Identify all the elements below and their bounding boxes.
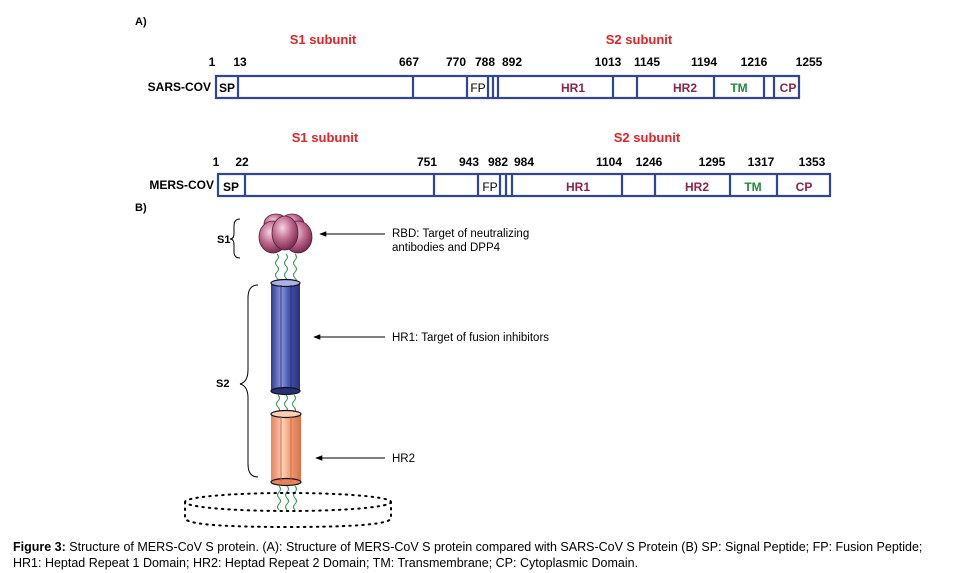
upper-linker-icon [274,253,298,285]
sars-pos-13: 13 [233,55,247,69]
sars-pos-788: 788 [475,55,495,69]
sars-tm-label: TM [730,81,747,95]
mers-tm-label: TM [744,180,761,194]
sars-pos-770: 770 [446,55,466,69]
mers-pos-1295: 1295 [699,155,726,169]
sars-cov-diagram: S1 subunit S2 subunit 1 13 667 770 788 8… [148,32,823,100]
s2-label: S2 [216,378,229,390]
panel-a-label: A) [135,16,147,28]
sars-pos-1194: 1194 [691,55,717,69]
mers-pos-1246: 1246 [636,155,663,169]
mers-pos-22: 22 [235,155,249,169]
sars-pos-1216: 1216 [741,55,768,69]
mers-hr2-label: HR2 [685,180,709,194]
tm-linker-icon [276,485,298,511]
hr1-helix-icon [270,278,301,396]
mers-pos-1104: 1104 [596,155,622,169]
hr1-note: HR1: Target of fusion inhibitors [392,332,549,344]
mers-pos-984: 984 [514,155,534,169]
membrane-icon [184,492,392,529]
mers-protein-bar [216,172,832,198]
sars-fp-label: FP [470,81,485,95]
sars-s1-subunit-label: S1 subunit [290,32,357,47]
sars-pos-892: 892 [502,55,522,69]
mers-pos-982: 982 [488,155,508,169]
mers-s1-subunit-label: S1 subunit [292,130,359,145]
sars-pos-1255: 1255 [796,55,823,69]
mers-pos-943: 943 [459,155,479,169]
rbd-head-icon [258,213,313,254]
mers-pos-1317: 1317 [748,155,775,169]
mers-cov-name: MERS-COV [149,178,214,192]
spike-structure: S1 S2 [184,213,549,529]
rbd-note-line1: RBD: Target of neutralizing [392,228,529,240]
figure-caption-label: Figure 3: [13,540,66,554]
hr2-helix-icon [270,409,302,487]
sars-hr1-label: HR1 [561,81,585,95]
sars-protein-bar [214,74,801,100]
sars-cov-name: SARS-COV [148,80,211,94]
mers-pos-751: 751 [417,155,437,169]
mers-pos-1353: 1353 [799,155,826,169]
mers-cp-label: CP [796,180,813,194]
rbd-note-line2: antibodies and DPP4 [392,242,501,254]
sars-cp-label: CP [780,81,797,95]
mers-pos-1: 1 [213,155,220,169]
mers-s2-subunit-label: S2 subunit [614,130,681,145]
sars-sp-label: SP [219,81,235,95]
s2-brace [239,284,259,478]
mers-hr1-label: HR1 [566,180,590,194]
figure-caption: Figure 3: Structure of MERS-CoV S protei… [13,540,953,571]
figure-caption-text: Structure of MERS-CoV S protein. (A): St… [13,540,923,570]
sars-pos-1: 1 [209,55,216,69]
mers-cov-diagram: S1 subunit S2 subunit 1 22 751 943 982 9… [149,130,832,198]
sars-pos-667: 667 [399,55,419,69]
sars-pos-1145: 1145 [634,55,660,69]
mers-fp-label: FP [482,180,497,194]
sars-pos-1013: 1013 [595,55,622,69]
sars-hr2-label: HR2 [673,81,697,95]
s1-brace [229,218,241,259]
sars-s2-subunit-label: S2 subunit [606,32,673,47]
s1-label: S1 [217,234,230,246]
panel-b-label: B) [135,202,147,214]
mers-sp-label: SP [223,180,239,194]
hr2-note: HR2 [392,453,415,465]
